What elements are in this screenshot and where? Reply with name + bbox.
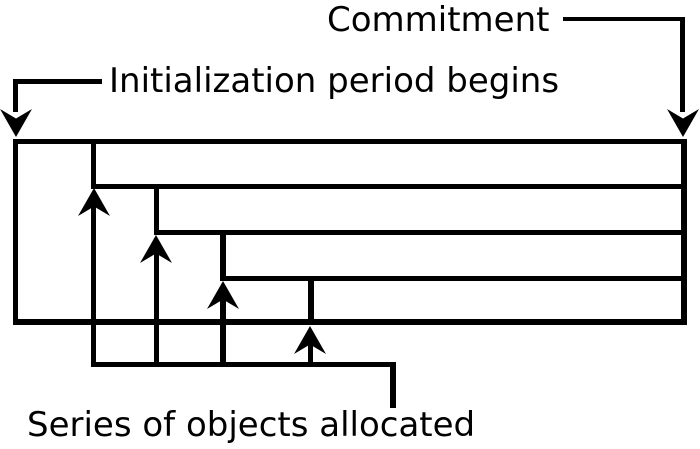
commitment-leader-line-horizontal xyxy=(563,17,685,21)
allocation-leader-drop xyxy=(390,362,396,408)
allocation-bus-line xyxy=(91,362,396,367)
initialization-arrow-down-icon xyxy=(0,109,32,137)
object-3-lifetime-top-line xyxy=(154,230,687,235)
object-1-lifetime-top-line xyxy=(13,139,687,144)
allocation-arrow-shaft-4 xyxy=(308,343,313,365)
staircase-riser-3 xyxy=(220,230,226,281)
staircase-riser-1 xyxy=(91,139,96,189)
staircase-riser-2 xyxy=(154,184,159,235)
commitment-label: Commitment xyxy=(327,0,550,40)
allocation-arrow-shaft-2 xyxy=(154,252,159,365)
object-4-lifetime-top-line xyxy=(220,276,687,281)
initialization-leader-line-vertical xyxy=(13,79,18,112)
initialization-label: Initialization period begins xyxy=(109,61,560,101)
timeline-left-edge xyxy=(13,139,18,325)
object-5-lifetime-bottom-line xyxy=(13,319,687,325)
object-2-lifetime-top-line xyxy=(91,184,687,189)
initialization-leader-line-horizontal xyxy=(13,79,102,84)
staircase-riser-4 xyxy=(308,276,314,325)
timeline-right-edge xyxy=(681,139,687,325)
allocation-arrow-shaft-1 xyxy=(91,205,96,365)
allocation-arrow-shaft-3 xyxy=(220,298,226,365)
commitment-leader-line-vertical xyxy=(680,17,685,112)
series-label: Series of objects allocated xyxy=(27,405,476,445)
commitment-arrow-down-icon xyxy=(667,109,699,137)
